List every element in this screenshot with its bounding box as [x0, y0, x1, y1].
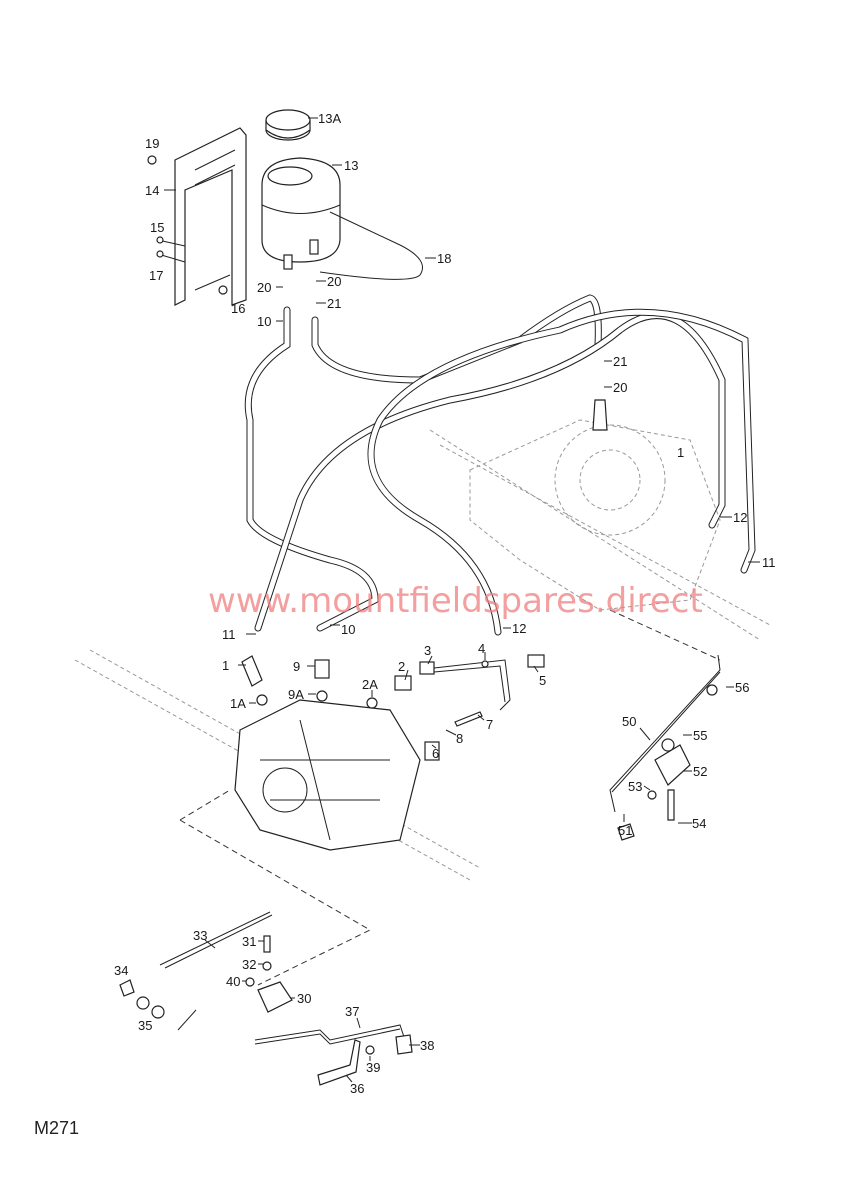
hydraulic-hoses: [244, 294, 756, 636]
callout-9A: 9A: [288, 687, 304, 702]
callout-38: 38: [420, 1038, 434, 1053]
callout-39: 39: [366, 1060, 380, 1075]
callout-19: 19: [145, 136, 159, 151]
callout-16: 16: [231, 301, 245, 316]
callout-15: 15: [150, 220, 164, 235]
callout-1A: 1A: [230, 696, 246, 711]
linkage-rods: [119, 654, 721, 1086]
callout-50: 50: [622, 714, 636, 729]
callout-20c: 20: [613, 380, 627, 395]
callout-1b: 1: [222, 658, 229, 673]
callout-56: 56: [735, 680, 749, 695]
callout-labels: 13A 13 19 14 15 17 16 18 20 20 10 21 21 …: [34, 111, 776, 1138]
callout-31: 31: [242, 934, 256, 949]
front-transaxle: [74, 649, 481, 881]
callout-55: 55: [693, 728, 707, 743]
callout-36: 36: [350, 1081, 364, 1096]
callout-21b: 21: [613, 354, 627, 369]
callout-13A: 13A: [318, 111, 341, 126]
callout-35: 35: [138, 1018, 152, 1033]
callout-20: 20: [257, 280, 271, 295]
leader-lines: [164, 117, 760, 1083]
link-dash-1: [179, 789, 372, 986]
callout-30: 30: [297, 991, 311, 1006]
callout-3: 3: [424, 643, 431, 658]
callout-34: 34: [114, 963, 128, 978]
callout-7: 7: [486, 717, 493, 732]
tank-cap: [265, 109, 311, 141]
rear-transaxle: [429, 399, 771, 641]
callout-40: 40: [226, 974, 240, 989]
bolts: [147, 155, 228, 295]
tank-bracket: [174, 127, 247, 306]
callout-51: 51: [618, 823, 632, 838]
callout-2A: 2A: [362, 677, 378, 692]
watermark: www.mountfieldspares.direct: [208, 581, 703, 621]
callout-11: 11: [762, 555, 776, 570]
callout-4: 4: [478, 641, 485, 656]
fluid-tank: [261, 157, 341, 270]
callout-8: 8: [456, 731, 463, 746]
link-dash-2: [609, 609, 721, 661]
diagram-code: M271: [34, 1118, 79, 1138]
callout-21: 21: [327, 296, 341, 311]
callout-37: 37: [345, 1004, 359, 1019]
fittings: [241, 654, 718, 761]
callout-6: 6: [432, 746, 439, 761]
callout-33: 33: [193, 928, 207, 943]
callout-12b: 12: [512, 621, 526, 636]
hose-18: [319, 211, 423, 280]
callout-18: 18: [437, 251, 451, 266]
callout-12: 12: [733, 510, 747, 525]
callout-14: 14: [145, 183, 159, 198]
callout-11b: 11: [222, 627, 236, 642]
callout-1: 1: [677, 445, 684, 460]
callout-17: 17: [149, 268, 163, 283]
callout-52: 52: [693, 764, 707, 779]
callout-20b: 20: [327, 274, 341, 289]
callout-10: 10: [257, 314, 271, 329]
callout-54: 54: [692, 816, 706, 831]
callout-32: 32: [242, 957, 256, 972]
callout-5: 5: [539, 673, 546, 688]
callout-53: 53: [628, 779, 642, 794]
callout-13: 13: [344, 158, 358, 173]
callout-10b: 10: [341, 622, 355, 637]
callout-9: 9: [293, 659, 300, 674]
callout-2: 2: [398, 659, 405, 674]
